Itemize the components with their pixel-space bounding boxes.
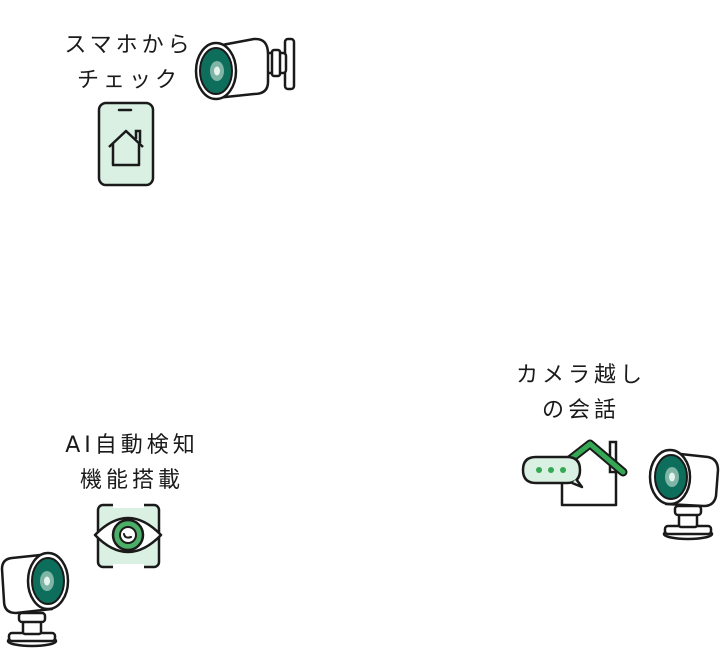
standing-camera-icon [0, 551, 70, 648]
feature-line: チェック [76, 68, 181, 93]
feature-line: カメラ越し [515, 363, 646, 388]
standing-camera-icon [648, 448, 720, 541]
chat-house-icon [521, 439, 628, 507]
eye-detection-icon [93, 503, 163, 569]
smartphone-home-icon [97, 101, 155, 187]
feature-line: の会話 [541, 398, 620, 423]
feature-label-chat: カメラ越し の会話 [508, 358, 654, 428]
feature-line: AI自動検知 [65, 433, 199, 458]
wall-camera-icon [194, 37, 296, 101]
feature-line: 機能搭載 [79, 468, 184, 493]
feature-label-ai-detection: AI自動検知 機能搭載 [52, 428, 212, 498]
feature-line: スマホから [64, 33, 194, 58]
feature-label-smartphone: スマホから チェック [56, 28, 202, 98]
